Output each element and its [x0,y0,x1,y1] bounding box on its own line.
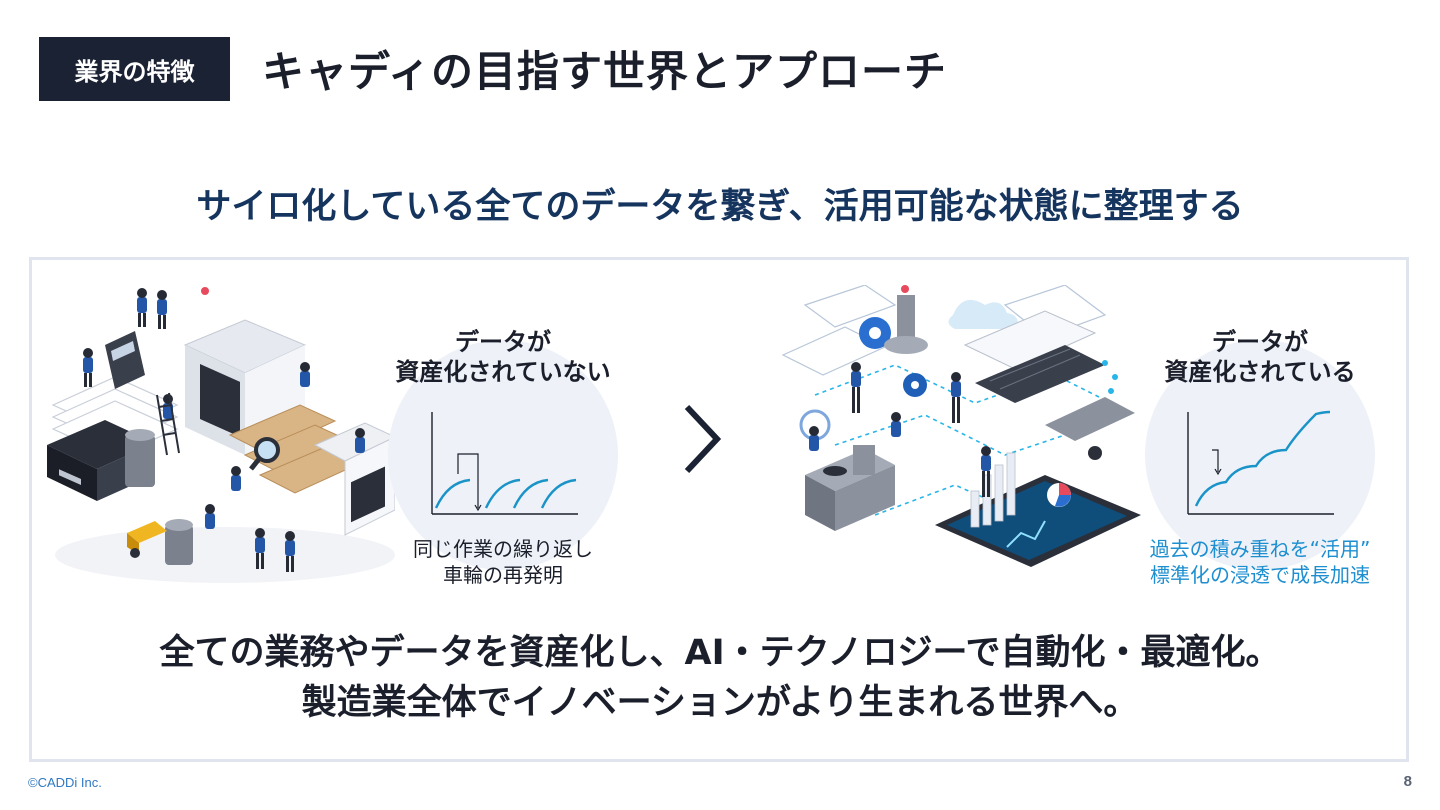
bottom-message-line2: 製造業全体でイノベーションがより生まれる世界へ。 [301,683,1139,723]
left-caption: 同じ作業の繰り返し 車輪の再発明 [378,536,628,588]
left-heading-line2: 資産化されていない [395,358,611,386]
right-caption-line1: 過去の積み重ねを“活用” [1149,537,1371,561]
right-heading-line2: 資産化されている [1164,358,1356,386]
right-chart [1187,410,1334,515]
left-chart [431,412,578,515]
chevron-right-icon [684,404,722,474]
subtitle-wrap: サイロ化している全てのデータを繋ぎ、活用可能な状態に整理する [0,178,1440,229]
right-caption-line2: 標準化の浸透で成長加速 [1150,563,1370,587]
subtitle: サイロ化している全てのデータを繋ぎ、活用可能な状態に整理する [186,178,1254,229]
left-caption-line1: 同じ作業の繰り返し [413,537,593,561]
bottom-message-line1: 全ての業務やデータを資産化し、AI・テクノロジーで自動化・最適化。 [159,633,1281,673]
page-number: 8 [1403,773,1412,790]
right-caption: 過去の積み重ねを“活用” 標準化の浸透で成長加速 [1120,536,1400,588]
section-tag: 業界の特徴 [39,37,230,101]
right-chart-circle [1145,340,1375,570]
right-heading: データが 資産化されている [1135,327,1385,387]
right-heading-line1: データが [1212,328,1308,356]
left-heading-line1: データが [455,328,551,356]
copyright: ©CADDi Inc. [28,775,102,790]
right-illustration [781,285,1141,567]
page-title: キャディの目指す世界とアプローチ [262,47,948,96]
left-caption-line2: 車輪の再発明 [443,563,563,587]
left-heading: データが 資産化されていない [378,327,628,387]
left-illustration [47,287,395,583]
left-chart-circle [388,340,618,570]
